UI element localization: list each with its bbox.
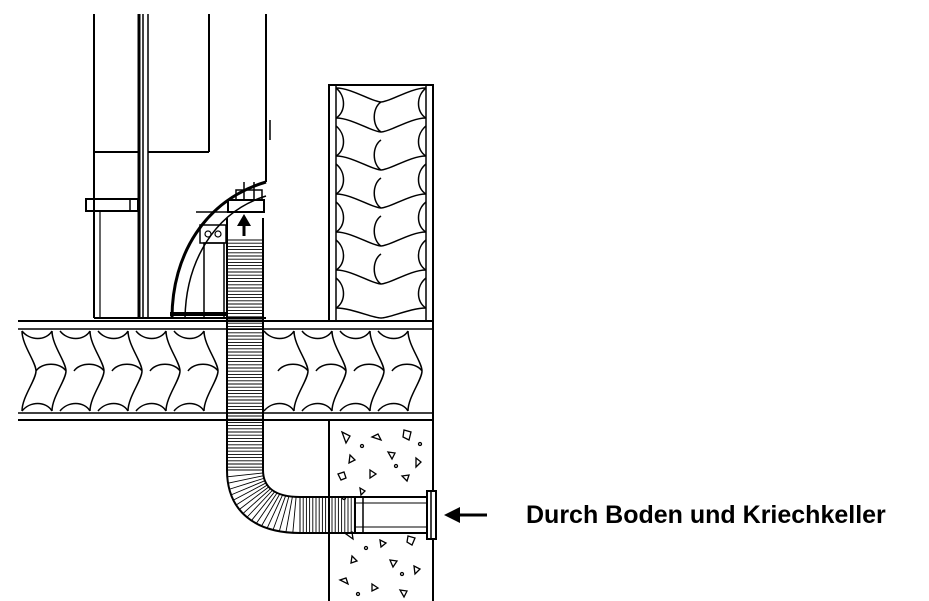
left-arrow-icon xyxy=(444,507,487,523)
corrugation-ring xyxy=(251,491,276,521)
callout-label: Durch Boden und Kriechkeller xyxy=(526,501,886,529)
corrugation-ring xyxy=(239,486,270,510)
corrugation-ring xyxy=(278,496,290,532)
corrugation-ring xyxy=(229,477,265,490)
corrugation-ring xyxy=(246,489,273,518)
corrugation-ring xyxy=(285,496,293,533)
corrugation-ring xyxy=(272,495,287,531)
insulated-wall xyxy=(328,84,434,322)
up-arrow-icon xyxy=(236,214,252,238)
insulated-floor xyxy=(18,320,434,421)
corrugation-ring xyxy=(230,480,266,496)
floor-insulation-pattern xyxy=(21,330,423,412)
corrugation-ring xyxy=(227,472,264,478)
corrugation-ring xyxy=(255,492,278,524)
corrugation-ring xyxy=(261,493,281,527)
stove-unit xyxy=(85,14,271,319)
corrugation-ring xyxy=(292,496,297,533)
corrugation-ring xyxy=(242,488,271,514)
corrugation-ring xyxy=(266,494,283,529)
concrete-aggregate-pattern xyxy=(337,429,423,599)
flexible-air-pipe xyxy=(226,218,437,540)
pipe-corrugation xyxy=(227,239,355,533)
corrugation-ring xyxy=(235,484,268,506)
corrugation-ring xyxy=(227,475,264,484)
wall-insulation-pattern xyxy=(335,87,427,319)
corrugation-ring xyxy=(233,482,267,501)
